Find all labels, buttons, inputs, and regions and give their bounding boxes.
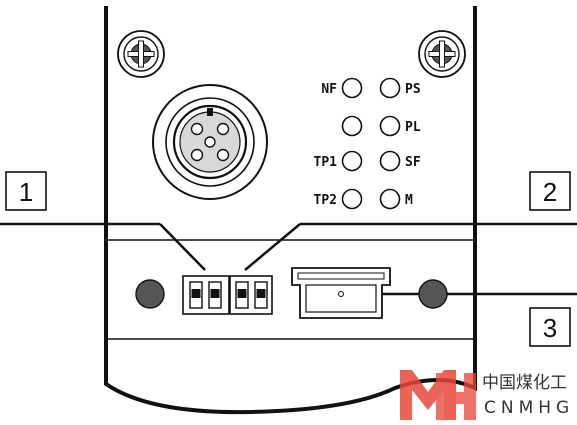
led-label-pl: PL	[405, 120, 421, 135]
leader-line-2-diag	[244, 223, 301, 271]
gray-button-right	[418, 279, 448, 309]
watermark-cn-text: 中国煤化工	[482, 373, 567, 393]
svg-text:1: 1	[19, 177, 33, 207]
leader-line-1-diag	[159, 223, 206, 271]
led-right-column: PS PL SF M	[379, 77, 421, 210]
led-indicator	[341, 188, 363, 210]
led-indicator	[379, 115, 401, 137]
led-label-m: M	[405, 193, 413, 208]
screw-right-icon	[418, 30, 466, 78]
callout-1: 1	[5, 171, 47, 211]
service-port-connector	[291, 267, 391, 319]
led-left-column: NF TP1 TP2	[314, 77, 363, 210]
watermark-logo-icon	[400, 370, 476, 420]
led-indicator	[341, 150, 363, 172]
watermark-en-text: CNMHG	[484, 398, 574, 418]
led-label-tp2: TP2	[314, 193, 337, 208]
led-indicator	[379, 150, 401, 172]
callout-3: 3	[529, 307, 571, 347]
dip-switch-1	[182, 275, 230, 315]
led-indicator	[379, 188, 401, 210]
led-indicator	[379, 77, 401, 99]
svg-text:3: 3	[543, 313, 557, 343]
callout-2: 2	[529, 171, 571, 211]
gray-button-left	[135, 279, 165, 309]
svg-text:2: 2	[543, 177, 557, 207]
led-indicator	[341, 115, 363, 137]
m12-connector-icon	[152, 84, 268, 200]
led-label-tp1: TP1	[314, 155, 338, 170]
led-label-sf: SF	[405, 155, 421, 170]
led-label-nf: NF	[321, 82, 337, 97]
dip-switch-2	[229, 275, 273, 315]
led-indicator	[341, 77, 363, 99]
device-housing	[104, 6, 477, 415]
led-label-ps: PS	[405, 82, 421, 97]
screw-left-icon	[117, 30, 165, 78]
